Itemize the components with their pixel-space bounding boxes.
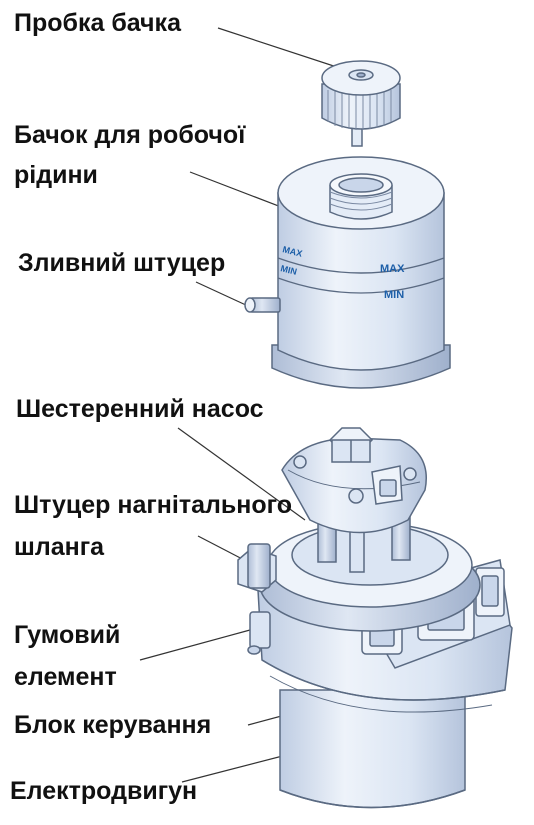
label-pressure-fitting-line2: шланга — [14, 533, 105, 561]
leader-electric-motor — [181, 751, 299, 783]
label-rubber-element-line1: Гумовий — [14, 621, 121, 649]
gear-pump — [281, 427, 427, 573]
leader-lines — [139, 27, 353, 783]
label-control-unit: Блок керування — [14, 711, 212, 739]
leader-rubber-element — [139, 629, 251, 661]
pump-ring — [259, 522, 481, 632]
rubber-element — [247, 611, 271, 655]
reservoir-tank — [271, 156, 451, 389]
min-mark-left: MIN — [280, 263, 298, 277]
max-mark: MAX — [380, 263, 405, 275]
leader-gear-pump — [177, 427, 306, 521]
leader-cap — [217, 27, 353, 73]
electric-motor — [279, 689, 466, 809]
label-rubber-element-line2: елемент — [14, 663, 117, 691]
label-reservoir-line1: Бачок для робочої — [14, 121, 246, 149]
reservoir-cap — [321, 60, 401, 147]
pressure-hose-fitting — [237, 543, 277, 593]
label-pressure-fitting-line1: Штуцер нагнітального — [14, 491, 292, 519]
min-mark: MIN — [384, 289, 404, 301]
level-marks: MAX MIN MAX MIN — [280, 244, 406, 301]
max-mark-left: MAX — [282, 244, 304, 259]
label-electric-motor: Електродвигун — [10, 777, 198, 805]
label-reservoir-line2: рідини — [14, 161, 98, 189]
drain-fitting — [244, 297, 281, 313]
label-gear-pump: Шестеренний насос — [16, 395, 264, 423]
leader-drain-fitting — [195, 281, 249, 307]
label-cap: Пробка бачка — [14, 9, 181, 37]
label-drain-fitting: Зливний штуцер — [18, 249, 226, 277]
